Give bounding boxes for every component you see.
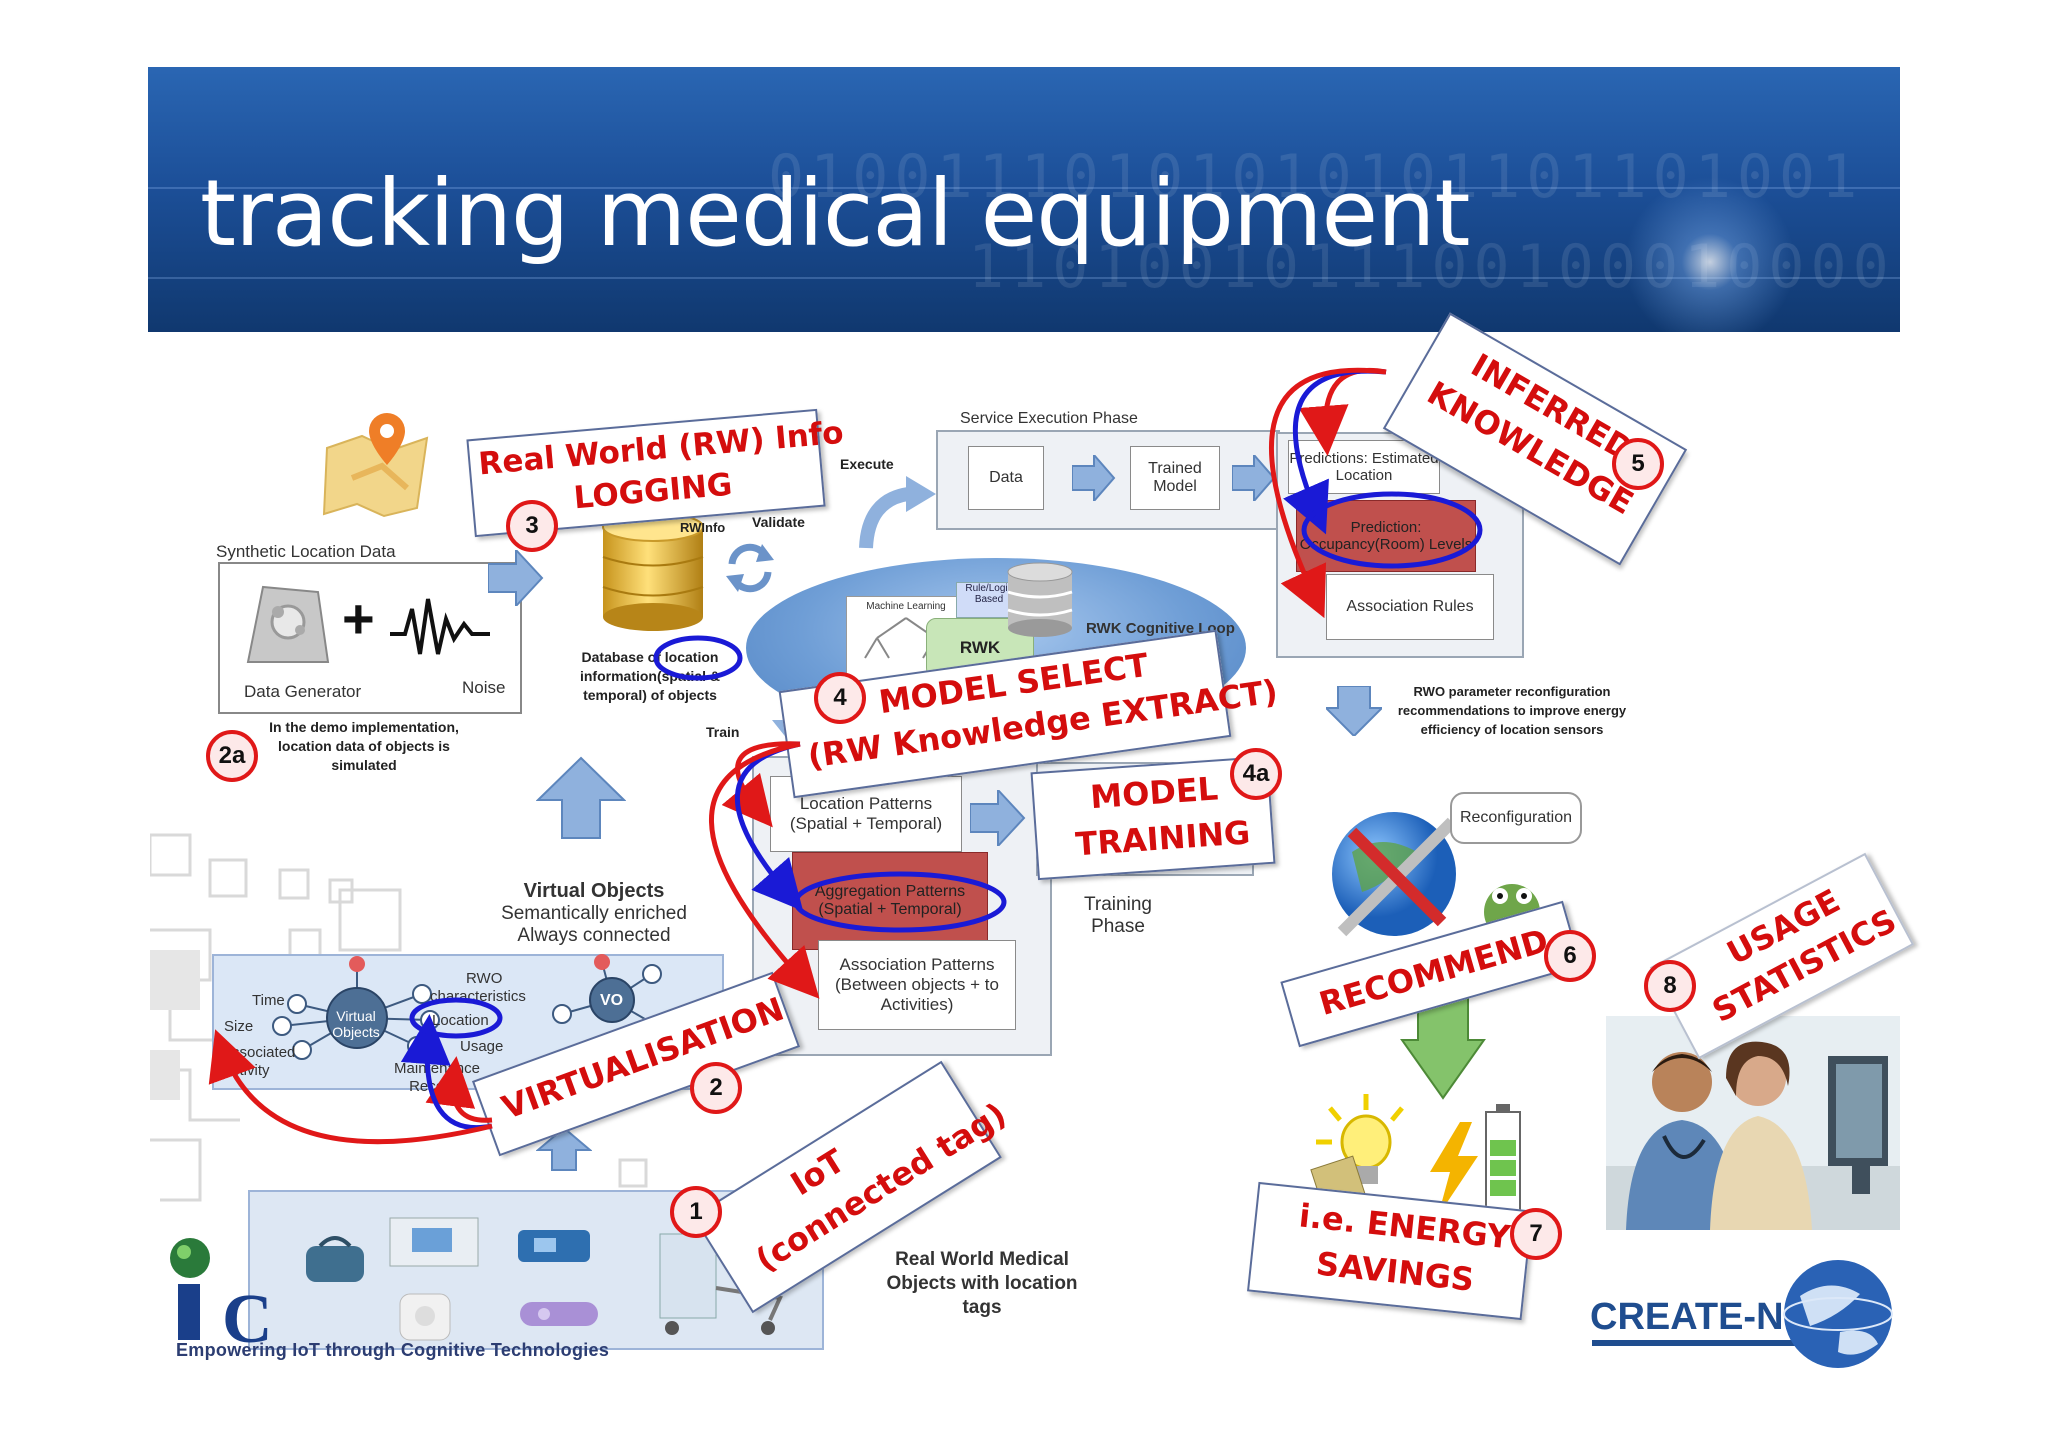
iot-logo-letter: C bbox=[222, 1281, 273, 1358]
location-patterns-box: Location Patterns (Spatial + Temporal) bbox=[770, 776, 962, 852]
plus-sign: + bbox=[342, 587, 375, 650]
data-box: Data bbox=[968, 446, 1044, 510]
rwinfo-label: RWInfo bbox=[680, 520, 726, 535]
association-patterns-box: Association Patterns (Between objects + … bbox=[818, 940, 1016, 1030]
step-5-badge: 5 bbox=[1612, 438, 1664, 490]
tube-icon bbox=[520, 1302, 598, 1326]
bag-icon bbox=[306, 1236, 364, 1282]
vo-node: VO bbox=[600, 992, 624, 1009]
data-generator-icon bbox=[246, 585, 330, 663]
train-label: Train bbox=[706, 724, 740, 740]
demo-note: In the demo implementation, location dat… bbox=[269, 719, 459, 773]
rwo-label: RWO bbox=[466, 970, 503, 987]
virtual-heading-2: Semantically enriched bbox=[501, 903, 687, 924]
up-arrow bbox=[536, 756, 626, 839]
association-rules-box: Association Rules bbox=[1326, 574, 1494, 640]
up-arrow bbox=[536, 1126, 592, 1171]
prediction-occupancy-box: Prediction: Occupancy(Room) Levels bbox=[1296, 500, 1476, 572]
globe-logo bbox=[1783, 1260, 1893, 1368]
page-title: tracking medical equipment bbox=[200, 160, 1470, 267]
execute-label: Execute bbox=[840, 456, 894, 472]
virtual-objects-node: Virtual Objects bbox=[332, 1008, 380, 1040]
pump-icon bbox=[518, 1230, 590, 1262]
data-generator-label: Data Generator bbox=[244, 682, 362, 701]
cycle-arrows-icon bbox=[726, 543, 774, 593]
trained-model-box: Trained Model bbox=[1130, 446, 1220, 510]
virtual-objects-heading: Virtual Objects Semantically enriched Al… bbox=[494, 880, 694, 947]
scale-icon bbox=[399, 1293, 451, 1341]
flow-arrow-right bbox=[488, 550, 544, 606]
title-banner: 01001110101010101101101001 1101001011100… bbox=[148, 67, 1900, 332]
training-phase-label: Training Phase bbox=[1084, 894, 1152, 937]
step-7-badge: 7 bbox=[1510, 1208, 1562, 1260]
noise-wave-icon bbox=[390, 598, 490, 655]
create-net-underline bbox=[1592, 1340, 1802, 1346]
reconfiguration-graphic bbox=[1332, 812, 1540, 940]
database-gray-icon bbox=[1007, 562, 1073, 637]
map-pin-icon bbox=[322, 413, 429, 518]
step-1-badge: 1 bbox=[670, 1186, 722, 1238]
noise-label: Noise bbox=[462, 678, 506, 697]
light-glow bbox=[1610, 162, 1810, 332]
real-world-label: Real World Medical Objects with location… bbox=[886, 1249, 1078, 1318]
synthetic-label: Synthetic Location Data bbox=[216, 542, 396, 561]
execute-arrow bbox=[859, 476, 936, 549]
down-arrow bbox=[1326, 686, 1382, 736]
synthetic-data-panel: + Data Generator Noise bbox=[218, 562, 522, 714]
validate-label: Validate bbox=[752, 514, 805, 530]
tree-icon bbox=[864, 617, 948, 659]
step-4a-badge: 4a bbox=[1230, 748, 1282, 800]
device-icon bbox=[389, 1217, 479, 1267]
database-label: Database of location information(spatial… bbox=[579, 649, 720, 703]
service-phase-title: Service Execution Phase bbox=[960, 410, 1138, 427]
step-2a-badge: 2a bbox=[206, 730, 258, 782]
staff-photo bbox=[1606, 1016, 1900, 1230]
reconfiguration-bubble: Reconfiguration bbox=[1450, 792, 1582, 844]
virtual-objects-graph bbox=[272, 954, 667, 1060]
usage-label: Usage bbox=[460, 1038, 504, 1055]
tagline: Empowering IoT through Cognitive Technol… bbox=[176, 1340, 610, 1360]
time-label: Time bbox=[252, 992, 285, 1009]
iot-logo bbox=[170, 1238, 210, 1340]
virtual-heading-3: Always connected bbox=[517, 925, 671, 946]
flow-arrow-right bbox=[1232, 455, 1276, 501]
step-3-badge: 3 bbox=[506, 500, 558, 552]
step-4-badge: 4 bbox=[814, 672, 866, 724]
circuit-decoration bbox=[150, 833, 670, 1222]
flow-arrow-right bbox=[1072, 455, 1116, 501]
step-8-badge: 8 bbox=[1644, 960, 1696, 1012]
rwo-note: RWO parameter reconfiguration recommenda… bbox=[1397, 684, 1627, 737]
aggregation-patterns-box: Aggregation Patterns (Spatial + Temporal… bbox=[792, 852, 988, 950]
step-2-badge: 2 bbox=[690, 1062, 742, 1114]
flow-arrow-right bbox=[970, 790, 1026, 846]
virtual-heading-1: Virtual Objects bbox=[523, 880, 665, 902]
machine-learning-label: Machine Learning bbox=[866, 601, 946, 612]
cart-icon bbox=[659, 1233, 783, 1335]
step-6-badge: 6 bbox=[1544, 930, 1596, 982]
